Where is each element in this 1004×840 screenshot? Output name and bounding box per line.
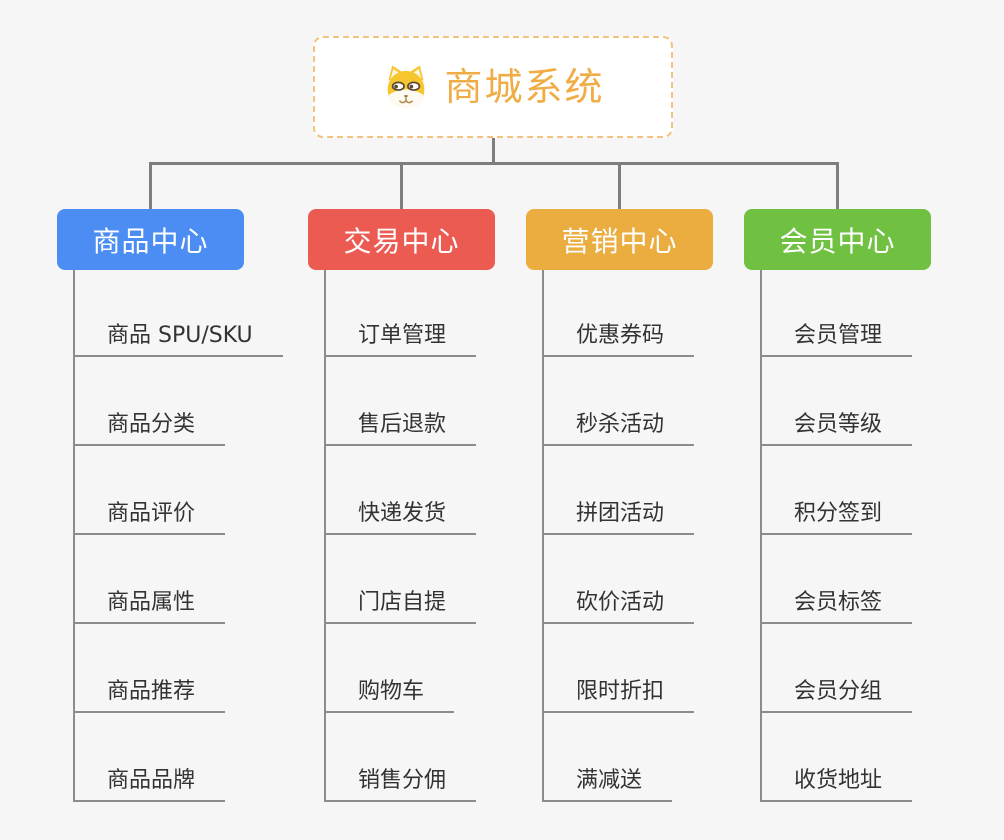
root-title: 商城系统 [444, 65, 605, 109]
connector-drop-trade [400, 162, 403, 209]
connector-drop-marketing [618, 162, 621, 209]
children-spine-product [73, 270, 75, 802]
leaf-node[interactable]: 快递发货 [324, 488, 477, 535]
branch-label: 营销中心 [561, 224, 678, 258]
leaf-node[interactable]: 砍价活动 [542, 577, 695, 624]
leaf-node[interactable]: 商品品牌 [73, 755, 226, 802]
branch-node-marketing-center[interactable]: 营销中心 [526, 209, 713, 270]
leaf-node[interactable]: 限时折扣 [542, 666, 695, 713]
children-spine-trade [324, 270, 326, 802]
branch-node-trade-center[interactable]: 交易中心 [308, 209, 495, 270]
connector-root-stub [492, 138, 495, 163]
root-node[interactable]: 商城系统 [313, 36, 673, 138]
branch-node-product-center[interactable]: 商品中心 [57, 209, 244, 270]
children-spine-marketing [542, 270, 544, 802]
leaf-node[interactable]: 商品 SPU/SKU [73, 310, 283, 357]
connector-horizontal-bar [149, 162, 839, 165]
leaf-node[interactable]: 门店自提 [324, 577, 477, 624]
leaf-node[interactable]: 秒杀活动 [542, 399, 695, 446]
dog-icon [388, 65, 425, 108]
leaf-node[interactable]: 销售分佣 [324, 755, 477, 802]
leaf-node[interactable]: 优惠券码 [542, 310, 695, 357]
leaf-node[interactable]: 会员等级 [760, 399, 913, 446]
leaf-node[interactable]: 会员管理 [760, 310, 913, 357]
leaf-node[interactable]: 拼团活动 [542, 488, 695, 535]
leaf-node[interactable]: 商品属性 [73, 577, 226, 624]
leaf-node[interactable]: 售后退款 [324, 399, 477, 446]
branch-label: 会员中心 [779, 224, 896, 258]
leaf-node[interactable]: 商品推荐 [73, 666, 226, 713]
connector-drop-member [836, 162, 839, 209]
leaf-node[interactable]: 积分签到 [760, 488, 913, 535]
leaf-node[interactable]: 会员标签 [760, 577, 913, 624]
leaf-node[interactable]: 购物车 [324, 666, 455, 713]
connector-drop-product [149, 162, 152, 209]
children-spine-member [760, 270, 762, 802]
leaf-node[interactable]: 满减送 [542, 755, 673, 802]
branch-label: 商品中心 [92, 224, 209, 258]
leaf-node[interactable]: 商品评价 [73, 488, 226, 535]
branch-node-member-center[interactable]: 会员中心 [744, 209, 931, 270]
branch-label: 交易中心 [343, 224, 460, 258]
leaf-node[interactable]: 商品分类 [73, 399, 226, 446]
leaf-node[interactable]: 订单管理 [324, 310, 477, 357]
leaf-node[interactable]: 会员分组 [760, 666, 913, 713]
leaf-node[interactable]: 收货地址 [760, 755, 913, 802]
